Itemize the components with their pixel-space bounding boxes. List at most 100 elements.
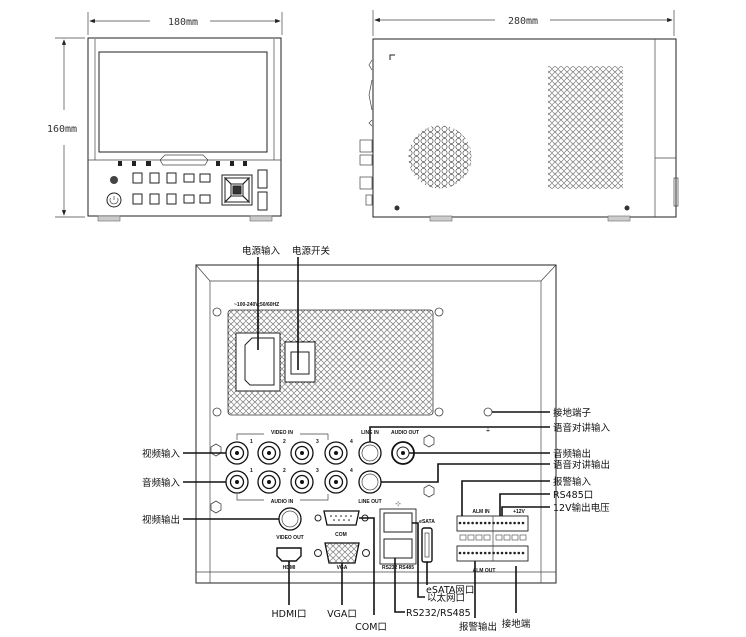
callout-power-input: 电源输入 [242, 245, 281, 257]
line-out-label: LINE OUT [358, 499, 381, 505]
ir-sensor [110, 176, 118, 184]
audio-in-ch2: 2 [283, 468, 286, 474]
svg-text:⊹: ⊹ [395, 500, 401, 508]
terminal-screw [517, 521, 521, 525]
terminal-screw [492, 551, 495, 555]
audio-out-label: AUDIO OUT [391, 430, 419, 436]
terminal-screw [496, 551, 500, 555]
video-in-ch1: 1 [250, 439, 253, 445]
side-length-label: 280mm [508, 16, 538, 27]
audio-in-label: AUDIO IN [271, 499, 294, 505]
terminal-screw [521, 521, 525, 525]
callout-power-switch: 电源开关 [292, 245, 331, 257]
terminal-screw [483, 521, 487, 525]
terminal-screw [475, 551, 479, 555]
terminal-screw [504, 551, 508, 555]
front-body [87, 37, 282, 217]
callout-lines [183, 257, 550, 618]
usb-port-1 [257, 169, 268, 189]
terminal-screw [509, 521, 512, 525]
terminal-screw [517, 551, 521, 555]
video-in-bnc-group [225, 441, 348, 465]
terminal-screw [500, 551, 504, 555]
usb-port-2 [257, 191, 268, 211]
terminal-screw [467, 521, 470, 525]
plus12v-label: +12V [513, 509, 525, 515]
vga-port [324, 542, 360, 564]
callout-audio-output: 音频输出 [553, 448, 591, 460]
terminal-screw [471, 551, 474, 555]
callout-ethernet-port: 以太网口 [427, 592, 465, 604]
alm-out-label: ALM OUT [473, 568, 496, 574]
terminal-screw [483, 551, 487, 555]
callout-talkback-input: 语音对讲输入 [553, 422, 611, 434]
callout-video-output: 视频输出 [142, 514, 180, 526]
terminal-screw [479, 551, 483, 555]
terminal-screw [467, 551, 470, 555]
terminal-screw [504, 521, 508, 525]
callout-rs485-port: RS485口 [553, 490, 593, 501]
terminal-screw [458, 521, 462, 525]
callout-com-port: COM口 [355, 622, 387, 633]
video-in-ch4: 4 [350, 439, 353, 445]
callout-rs232-rs485: RS232/RS485 [406, 608, 471, 619]
front-screen [98, 51, 268, 153]
front-height-label: 160mm [47, 124, 77, 135]
rear-panel: ~100-240V;50/60HZ ⏚ VIDEO IN 1 2 3 4 1 [195, 264, 557, 584]
audio-in-ch3: 3 [316, 468, 319, 474]
dpad[interactable] [221, 174, 253, 206]
video-in-ch3: 3 [316, 439, 319, 445]
esata-label: eSATA [419, 519, 435, 525]
audio-in-ch1: 1 [250, 468, 253, 474]
callout-alarm-input: 报警输入 [553, 476, 592, 488]
com-port [323, 510, 360, 526]
video-in-label: VIDEO IN [271, 430, 293, 436]
callout-talkback-output: 语音对讲输出 [553, 459, 610, 471]
terminal-screw [521, 551, 525, 555]
terminal-screw [509, 551, 512, 555]
terminal-screw [479, 521, 483, 525]
front-width-label: 180mm [168, 17, 198, 28]
callout-ground-terminal: 接地端子 [553, 407, 592, 419]
terminal-screw [513, 521, 516, 525]
power-switch[interactable] [284, 341, 316, 383]
power-button[interactable] [106, 192, 122, 208]
terminal-screw [458, 551, 462, 555]
callout-12v-output: 12V输出电压 [553, 502, 610, 514]
callout-video-input: 视频输入 [142, 448, 181, 460]
com-label: COM [335, 532, 347, 538]
video-out-label: VIDEO OUT [276, 535, 304, 541]
vent-grille [548, 66, 623, 189]
terminal-screw [492, 521, 495, 525]
audio-in-bnc-group [225, 470, 348, 494]
audio-in-ch4: 4 [350, 468, 353, 474]
callout-audio-input: 音频输入 [142, 477, 181, 489]
alm-in-label: ALM IN [472, 509, 490, 515]
rs232-rs485-label: RS232 RS485 [382, 565, 414, 571]
terminal-screw [513, 551, 516, 555]
fan-grille [407, 124, 473, 190]
terminal-screw [475, 521, 479, 525]
callout-ground: 接地端 [502, 618, 531, 630]
rs232-rs485-port [383, 538, 413, 559]
terminal-screw [488, 521, 491, 525]
hdmi-port [276, 547, 302, 562]
front-view: 180mm 160mm [47, 12, 283, 222]
terminal-screw [500, 521, 504, 525]
callout-vga-port: VGA口 [327, 609, 357, 620]
terminal-screw [471, 521, 474, 525]
video-in-ch2: 2 [283, 439, 286, 445]
callout-alarm-output: 报警输出 [459, 621, 497, 633]
side-view: 280mm [359, 10, 679, 222]
terminal-screw [462, 551, 466, 555]
terminal-screw [496, 521, 500, 525]
front-keypad [132, 172, 211, 205]
svg-text:⏚: ⏚ [485, 427, 491, 434]
callout-hdmi-port: HDMI口 [272, 609, 307, 620]
alarm-terminal-blocks: ALM IN +12V ALM OUT [456, 509, 529, 574]
power-rating-label: ~100-240V;50/60HZ [234, 302, 279, 308]
terminal-screw [488, 551, 491, 555]
terminal-screw [462, 521, 466, 525]
callout-esata-port: eSATA网口 [426, 585, 474, 596]
